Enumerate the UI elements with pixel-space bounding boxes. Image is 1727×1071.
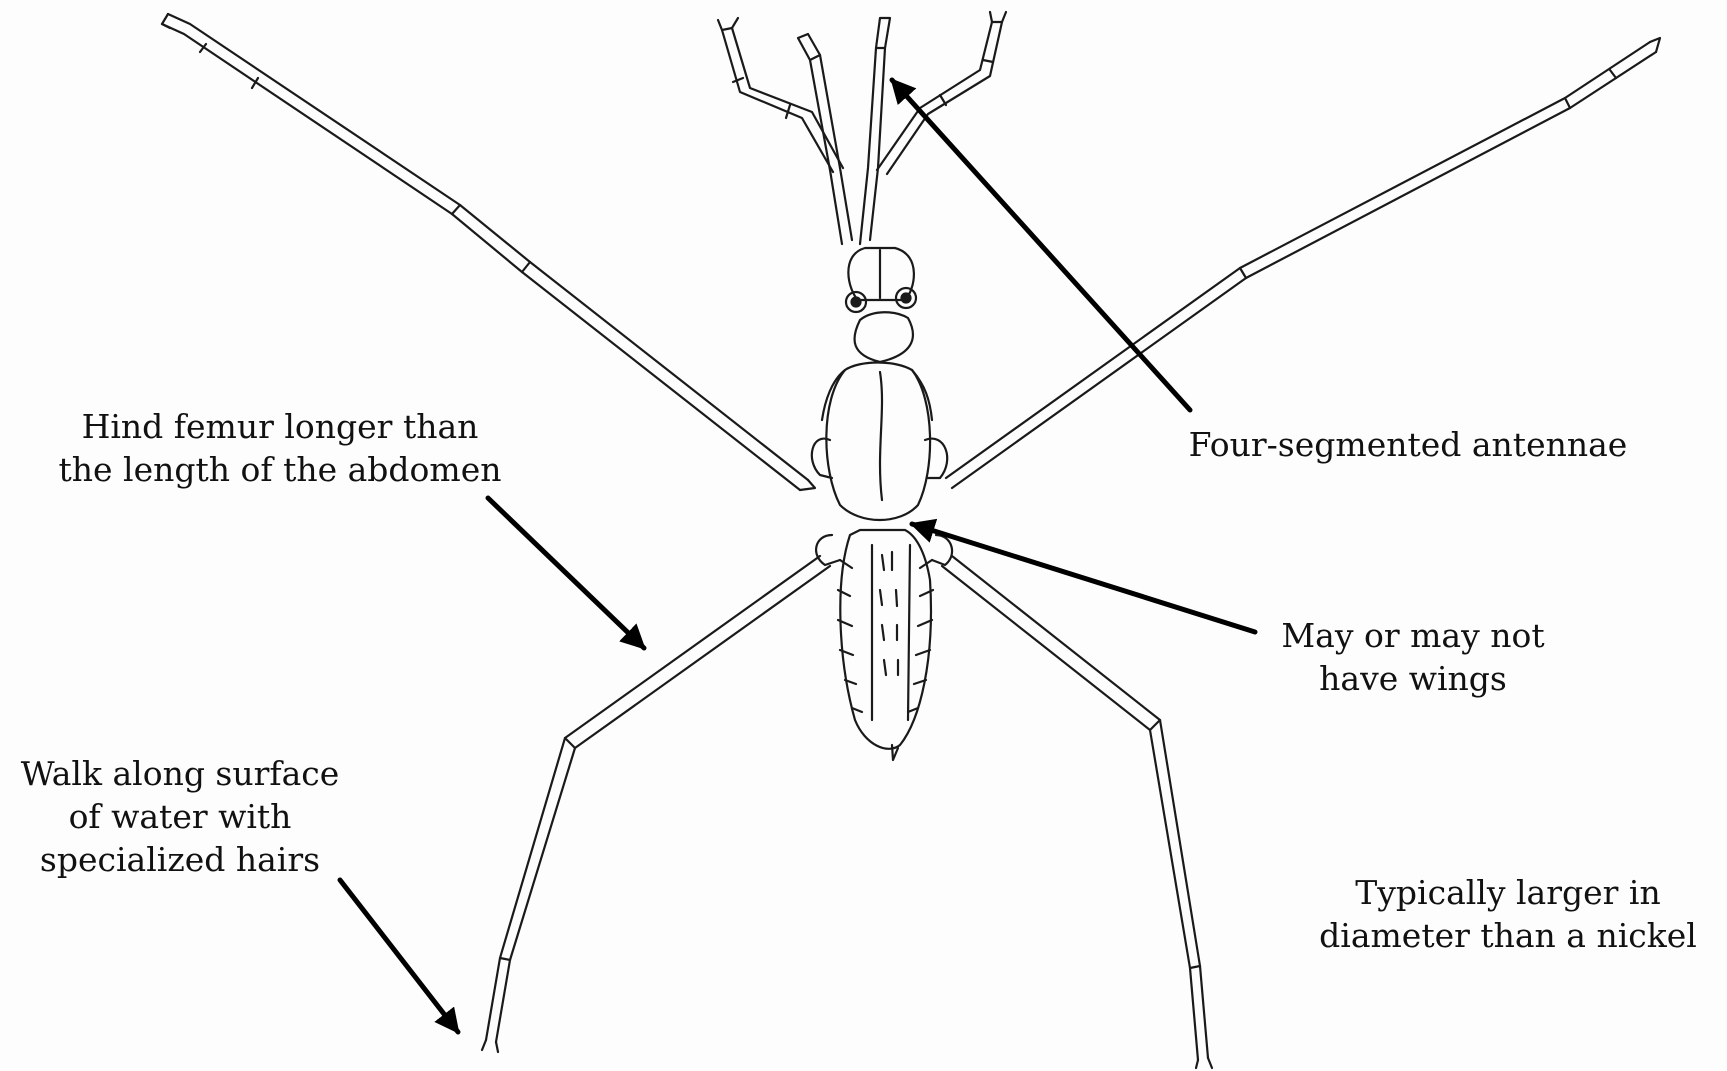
antennae-label-line-1: Four-segmented antennae — [1178, 423, 1638, 466]
size-label-line-1: Typically larger in — [1298, 871, 1718, 914]
hind-leg-right — [942, 556, 1212, 1068]
femur-label-line-2: the length of the abdomen — [40, 448, 520, 491]
wings-label-line-2: have wings — [1248, 657, 1578, 700]
abdomen — [816, 530, 952, 760]
walk-label: Walk along surface of water with special… — [0, 752, 360, 881]
size-label: Typically larger in diameter than a nick… — [1298, 871, 1718, 957]
foreleg-right — [860, 18, 890, 244]
walk-label-line-3: specialized hairs — [0, 838, 360, 881]
foreleg-left — [798, 34, 852, 244]
arrow-walk — [340, 880, 458, 1032]
thorax — [812, 312, 947, 520]
walk-label-line-1: Walk along surface — [0, 752, 360, 795]
antennae-label: Four-segmented antennae — [1178, 423, 1638, 466]
hind-leg-left — [482, 556, 830, 1052]
middle-leg-right — [946, 38, 1660, 488]
arrow-antennae — [892, 80, 1190, 410]
walk-label-line-2: of water with — [0, 795, 360, 838]
head — [846, 248, 916, 312]
size-label-line-2: diameter than a nickel — [1298, 914, 1718, 957]
femur-label: Hind femur longer than the length of the… — [40, 405, 520, 491]
arrow-femur — [488, 498, 644, 648]
antenna-left — [718, 18, 843, 172]
femur-label-line-1: Hind femur longer than — [40, 405, 520, 448]
antenna-right — [877, 12, 1006, 174]
wings-label: May or may not have wings — [1248, 614, 1578, 700]
arrow-wings — [912, 524, 1255, 632]
wings-label-line-1: May or may not — [1248, 614, 1578, 657]
